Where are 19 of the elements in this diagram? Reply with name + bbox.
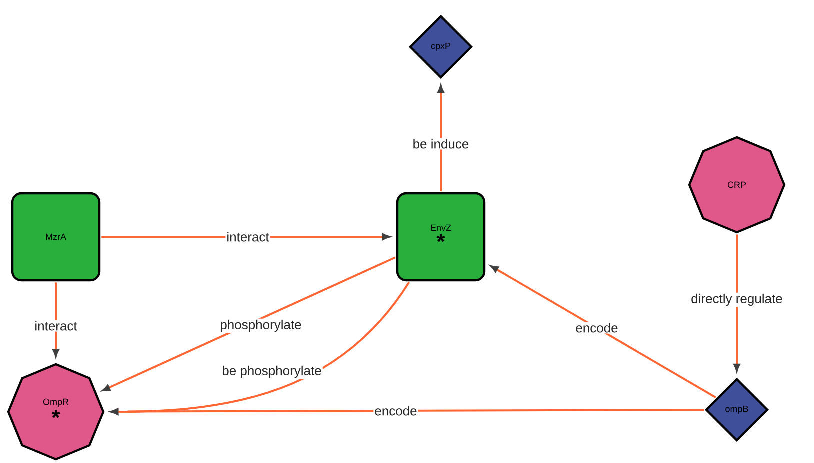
edge-label: phosphorylate	[219, 318, 303, 334]
octagon-node: CRP	[688, 136, 786, 234]
arrow	[52, 282, 60, 358]
rounded-box: MzrA	[11, 192, 101, 282]
octagon-node: OmpR *	[7, 363, 105, 461]
rounded-box: EnvZ *	[396, 192, 486, 282]
edge-label: directly regulate	[690, 292, 784, 308]
arrow	[490, 266, 716, 398]
edge-label: be induce	[412, 138, 470, 150]
arrow	[102, 256, 396, 392]
arrow	[734, 234, 740, 372]
edge-label: encode	[374, 405, 418, 417]
edge-label: interact	[226, 231, 270, 243]
edge-label: encode	[574, 322, 620, 334]
arrow	[438, 85, 444, 192]
arrow	[110, 408, 704, 416]
edge-label: interact	[34, 320, 78, 332]
arrow	[110, 282, 410, 416]
edge-label: be phosphorylate	[221, 364, 323, 380]
